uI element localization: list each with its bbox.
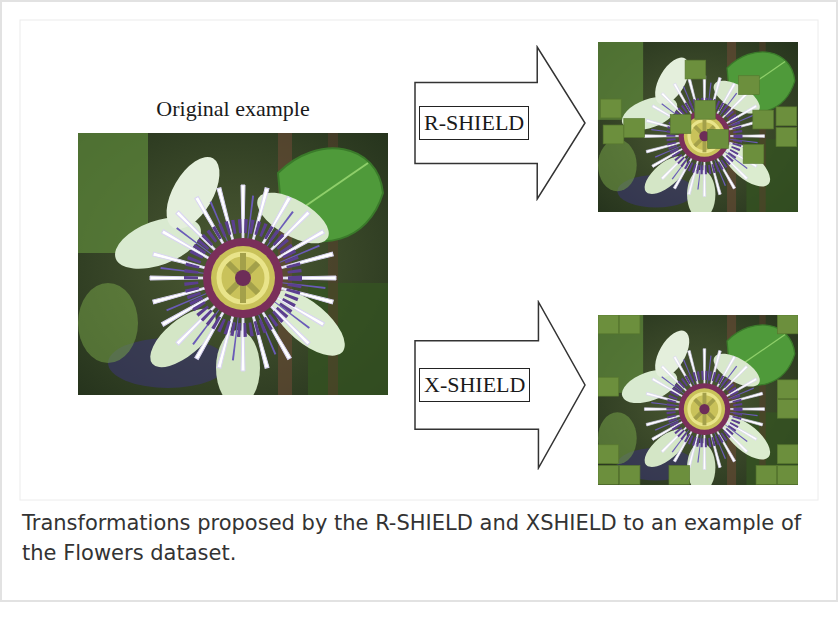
transform-label: X-SHIELD (419, 368, 530, 402)
r-shield-result-image (598, 42, 798, 212)
arrow-outline (415, 47, 585, 199)
arrow-outline (415, 302, 585, 468)
transform-label: R-SHIELD (419, 106, 529, 140)
x-shield-result-image (598, 315, 798, 485)
transform-arrow: R-SHIELD (413, 45, 587, 201)
image-panel: Original example (78, 92, 388, 395)
panel-heading: Original example (78, 94, 388, 124)
figure-caption: Transformations proposed by the R-SHIELD… (22, 508, 816, 569)
original-image (78, 133, 388, 395)
transform-arrow: X-SHIELD (413, 300, 587, 470)
